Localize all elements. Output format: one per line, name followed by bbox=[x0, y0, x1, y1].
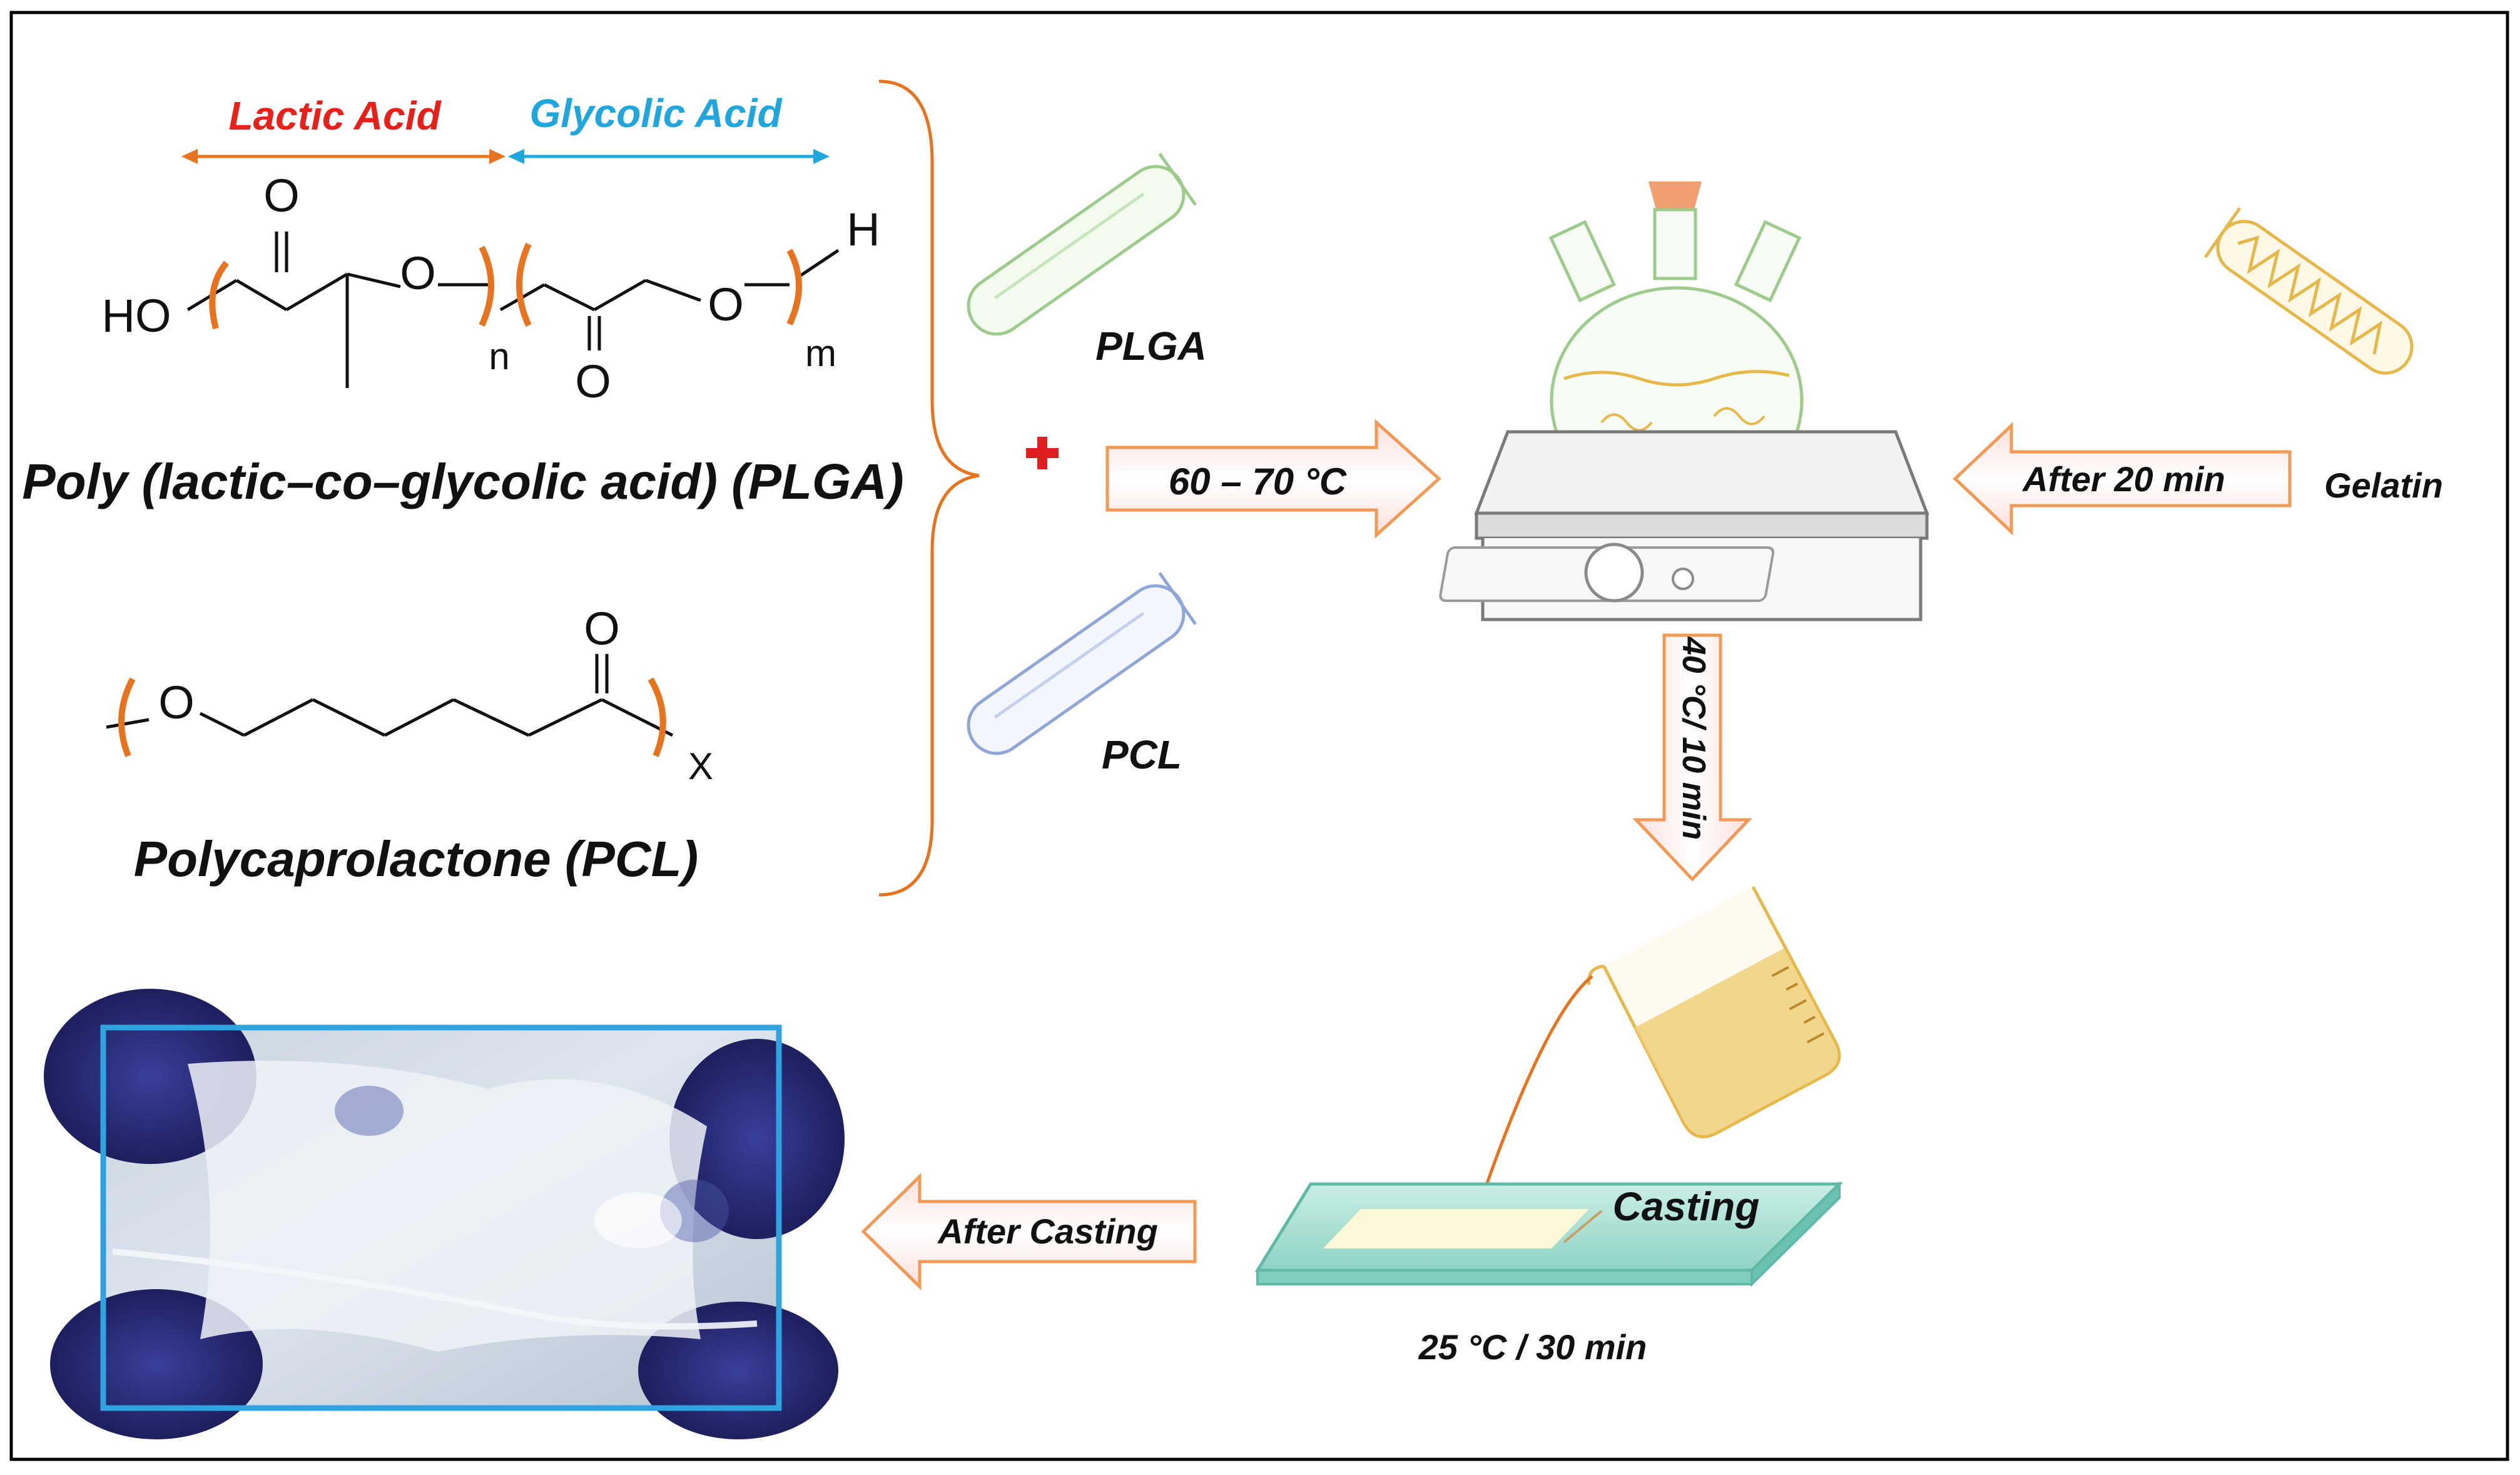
gelatin-label: Gelatin bbox=[2324, 466, 2443, 505]
plus-sign bbox=[1026, 437, 1059, 469]
after-20-min-arrow: After 20 min bbox=[1953, 422, 2292, 536]
pcl-ester-oxygen: O bbox=[158, 676, 195, 728]
casting-label: Casting bbox=[1613, 1184, 1760, 1229]
after-casting-arrow: After Casting bbox=[861, 1173, 1197, 1290]
cooling-arrow-label: 40 °C/ 10 min bbox=[1675, 636, 1712, 840]
pouring-beaker bbox=[1587, 886, 1841, 1139]
photo-border bbox=[100, 1024, 782, 1411]
glycolic-span-arrow bbox=[508, 149, 830, 164]
gelatin-test-tube bbox=[2203, 207, 2414, 375]
heat-arrow-label: 60 – 70 °C bbox=[1169, 461, 1348, 503]
plga-ester-oxygen-2: O bbox=[708, 278, 744, 330]
plga-subscript-n: n bbox=[489, 335, 509, 377]
grouping-brace bbox=[878, 79, 980, 897]
plga-test-tube bbox=[967, 153, 1197, 336]
heat-arrow: 60 – 70 °C bbox=[1105, 419, 1441, 539]
hot-plate bbox=[1439, 430, 1929, 621]
pcl-structure: O O X bbox=[106, 603, 713, 787]
plga-terminal-hydrogen: H bbox=[846, 203, 880, 255]
plga-name: Poly (lactic–co–glycolic acid) (PLGA) bbox=[22, 454, 903, 509]
glove-top-right bbox=[669, 1039, 845, 1239]
plga-bonds bbox=[186, 232, 840, 388]
pour-stream bbox=[1478, 975, 1593, 1205]
cooling-arrow: 40 °C/ 10 min bbox=[1632, 633, 1752, 882]
pcl-name: Polycaprolactone (PCL) bbox=[134, 831, 698, 887]
lactic-span-arrow bbox=[181, 149, 506, 164]
pcl-repeat-brackets bbox=[118, 677, 666, 757]
plga-carbonyl-oxygen-2: O bbox=[575, 355, 611, 407]
casting-condition: 25 °C / 30 min bbox=[1418, 1327, 1647, 1367]
glycolic-acid-label: Glycolic Acid bbox=[529, 91, 783, 136]
plga-hydroxyl-label: HO bbox=[102, 290, 171, 342]
plga-repeat-brackets bbox=[209, 242, 802, 330]
pcl-test-tube bbox=[967, 572, 1197, 755]
pcl-subscript-x: X bbox=[688, 745, 713, 787]
plga-tube-label: PLGA bbox=[1095, 324, 1207, 369]
pcl-carbonyl-oxygen: O bbox=[584, 603, 620, 655]
plga-carbonyl-oxygen-1: O bbox=[263, 170, 300, 222]
after-20-min-label: After 20 min bbox=[2021, 459, 2225, 499]
plga-structure: Lactic Acid Glycolic Acid bbox=[102, 91, 880, 407]
film-photo bbox=[44, 989, 845, 1439]
after-casting-label: After Casting bbox=[937, 1212, 1158, 1251]
lactic-acid-label: Lactic Acid bbox=[228, 93, 442, 138]
pcl-tube-label: PCL bbox=[1102, 732, 1182, 777]
casting-slide: Casting bbox=[1254, 1181, 1844, 1287]
plga-subscript-m: m bbox=[805, 332, 836, 374]
plga-ester-oxygen-1: O bbox=[400, 247, 436, 299]
